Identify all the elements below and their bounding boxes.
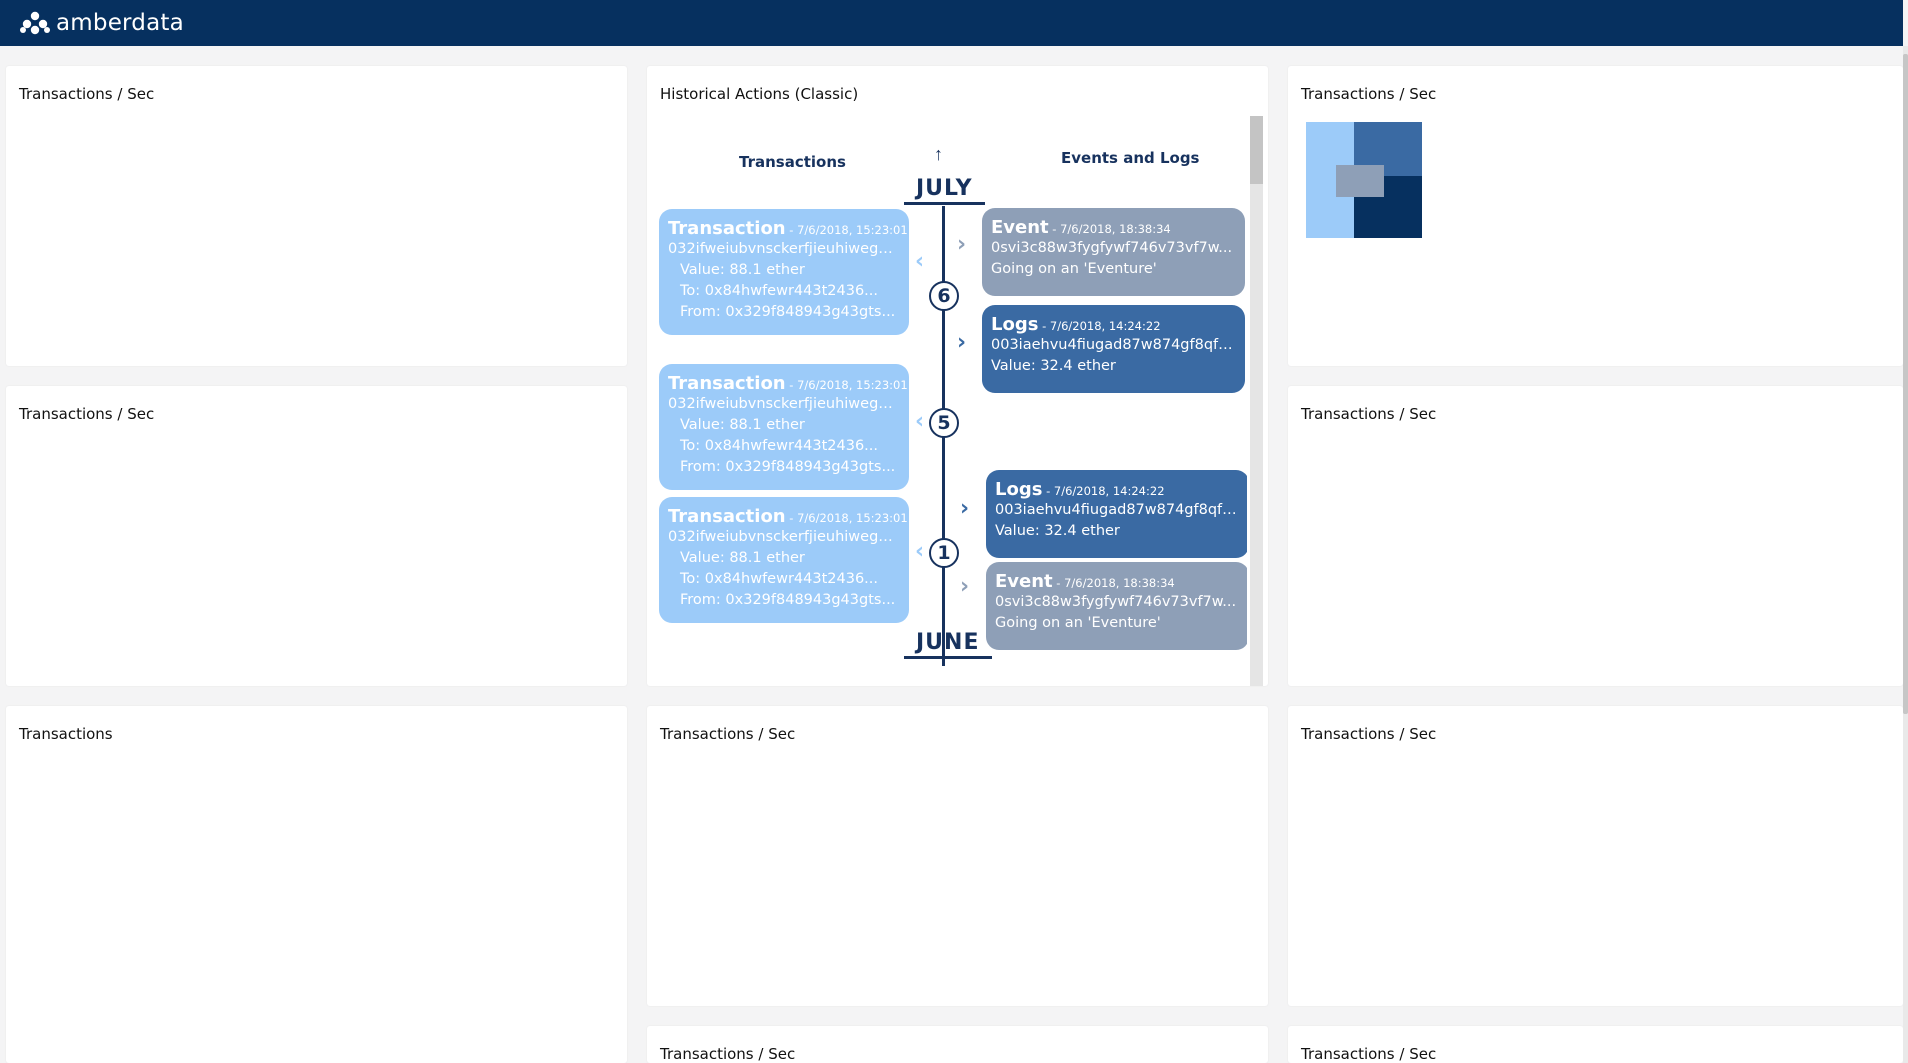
transactions-per-sec-panel-7: Transactions / Sec	[647, 1026, 1268, 1063]
page-scrollbar[interactable]	[1903, 46, 1908, 1063]
month-label-july: JULY	[904, 176, 985, 205]
logs-hash: 003iaehvu4fiugad87w874gf8qfe...	[995, 502, 1239, 518]
panel-title: Transactions / Sec	[19, 85, 155, 103]
transaction-card[interactable]: Transaction - 7/6/2018, 15:23:01 032ifwe…	[659, 209, 909, 335]
card-type: Transaction	[668, 218, 786, 239]
brand-name: amberdata	[56, 10, 184, 36]
transactions-per-sec-panel-1: Transactions / Sec	[6, 66, 627, 366]
timeline-node[interactable]: 1	[929, 538, 959, 568]
card-type: Transaction	[668, 506, 786, 527]
transaction-card[interactable]: Transaction - 7/6/2018, 15:23:01 032ifwe…	[659, 364, 909, 490]
tx-value: Value: 88.1 ether	[680, 262, 805, 278]
card-type: Logs	[995, 479, 1043, 500]
tx-from: From: 0x329f848943g43gts...	[680, 592, 896, 608]
card-time: - 7/6/2018, 14:24:22	[1038, 319, 1161, 333]
logs-card[interactable]: Logs - 7/6/2018, 14:24:22 003iaehvu4fiug…	[986, 470, 1247, 558]
event-detail: Going on an 'Eventure'	[995, 615, 1161, 631]
arrow-up-icon: ↑	[934, 144, 943, 164]
timeline-scrollbar[interactable]	[1250, 116, 1263, 686]
chevron-left-icon: ‹	[915, 249, 925, 274]
event-card[interactable]: Event - 7/6/2018, 18:38:34 0svi3c88w3fyg…	[982, 208, 1245, 296]
logs-detail: Value: 32.4 ether	[995, 523, 1120, 539]
card-time: - 7/6/2018, 15:23:01	[785, 223, 908, 237]
tx-value: Value: 88.1 ether	[680, 417, 805, 433]
brand-logo[interactable]: amberdata	[20, 8, 184, 38]
tx-from: From: 0x329f848943g43gts...	[680, 459, 896, 475]
panel-title: Transactions / Sec	[1301, 405, 1437, 423]
transactions-per-sec-panel-6: Transactions / Sec	[1288, 706, 1903, 1006]
card-type: Event	[995, 571, 1053, 592]
card-type: Event	[991, 217, 1049, 238]
tx-hash: 032ifweiubvnsckerfjieuhiwegw...	[668, 241, 899, 257]
panel-title: Historical Actions (Classic)	[660, 85, 859, 103]
events-and-logs-column-heading: Events and Logs	[1061, 149, 1200, 167]
timeline: Transactions Events and Logs ↑ JULY JUNE…	[647, 116, 1247, 686]
event-detail: Going on an 'Eventure'	[991, 261, 1157, 277]
timeline-node[interactable]: 6	[929, 281, 959, 311]
tx-from: From: 0x329f848943g43gts...	[680, 304, 896, 320]
card-type: Transaction	[668, 373, 786, 394]
transaction-card[interactable]: Transaction - 7/6/2018, 15:23:01 032ifwe…	[659, 497, 909, 623]
historical-actions-panel: Historical Actions (Classic) Transaction…	[647, 66, 1268, 686]
logs-hash: 003iaehvu4fiugad87w874gf8qfe...	[991, 337, 1235, 353]
treemap-chart	[1306, 122, 1422, 238]
event-card[interactable]: Event - 7/6/2018, 18:38:34 0svi3c88w3fyg…	[986, 562, 1247, 650]
card-time: - 7/6/2018, 18:38:34	[1048, 222, 1171, 236]
card-time: - 7/6/2018, 15:23:01	[785, 511, 908, 525]
transactions-per-sec-panel-5: Transactions / Sec	[647, 706, 1268, 1006]
amberdata-logo-icon	[20, 11, 50, 35]
timeline-node[interactable]: 5	[929, 408, 959, 438]
card-time: - 7/6/2018, 15:23:01	[785, 378, 908, 392]
transactions-per-sec-panel-4: Transactions / Sec	[1288, 386, 1903, 686]
transactions-panel: Transactions	[6, 706, 627, 1063]
transactions-per-sec-panel-2: Transactions / Sec	[1288, 66, 1903, 366]
page-scrollbar-thumb[interactable]	[1903, 54, 1908, 714]
tx-to: To: 0x84hwfewr443t2436...	[680, 438, 879, 454]
timeline-scrollbar-thumb[interactable]	[1250, 116, 1263, 184]
tx-value: Value: 88.1 ether	[680, 550, 805, 566]
treemap-block	[1336, 165, 1384, 197]
panel-title: Transactions / Sec	[1301, 725, 1437, 743]
panel-title: Transactions / Sec	[19, 405, 155, 423]
panel-title: Transactions / Sec	[1301, 1045, 1437, 1063]
panel-title: Transactions / Sec	[660, 1045, 796, 1063]
chevron-right-icon: ›	[957, 330, 967, 355]
card-time: - 7/6/2018, 14:24:22	[1042, 484, 1165, 498]
transactions-per-sec-panel-8: Transactions / Sec	[1288, 1026, 1903, 1063]
panel-title: Transactions / Sec	[1301, 85, 1437, 103]
tx-to: To: 0x84hwfewr443t2436...	[680, 571, 879, 587]
chevron-left-icon: ‹	[915, 409, 925, 434]
tx-hash: 032ifweiubvnsckerfjieuhiwegw...	[668, 529, 899, 545]
logs-detail: Value: 32.4 ether	[991, 358, 1116, 374]
top-navigation-bar: amberdata	[0, 0, 1903, 46]
panel-title: Transactions / Sec	[660, 725, 796, 743]
chevron-left-icon: ‹	[915, 539, 925, 564]
card-time: - 7/6/2018, 18:38:34	[1052, 576, 1175, 590]
transactions-per-sec-panel-3: Transactions / Sec	[6, 386, 627, 686]
transactions-column-heading: Transactions	[739, 153, 846, 171]
month-label-june: JUNE	[904, 630, 992, 659]
logs-card[interactable]: Logs - 7/6/2018, 14:24:22 003iaehvu4fiug…	[982, 305, 1245, 393]
event-hash: 0svi3c88w3fygfywf746v73vf7w...	[995, 594, 1237, 610]
tx-hash: 032ifweiubvnsckerfjieuhiwegw...	[668, 396, 899, 412]
panel-title: Transactions	[19, 725, 113, 743]
event-hash: 0svi3c88w3fygfywf746v73vf7w...	[991, 240, 1233, 256]
card-type: Logs	[991, 314, 1039, 335]
chevron-right-icon: ›	[957, 232, 967, 257]
chevron-right-icon: ›	[960, 574, 970, 599]
chevron-right-icon: ›	[960, 496, 970, 521]
tx-to: To: 0x84hwfewr443t2436...	[680, 283, 879, 299]
